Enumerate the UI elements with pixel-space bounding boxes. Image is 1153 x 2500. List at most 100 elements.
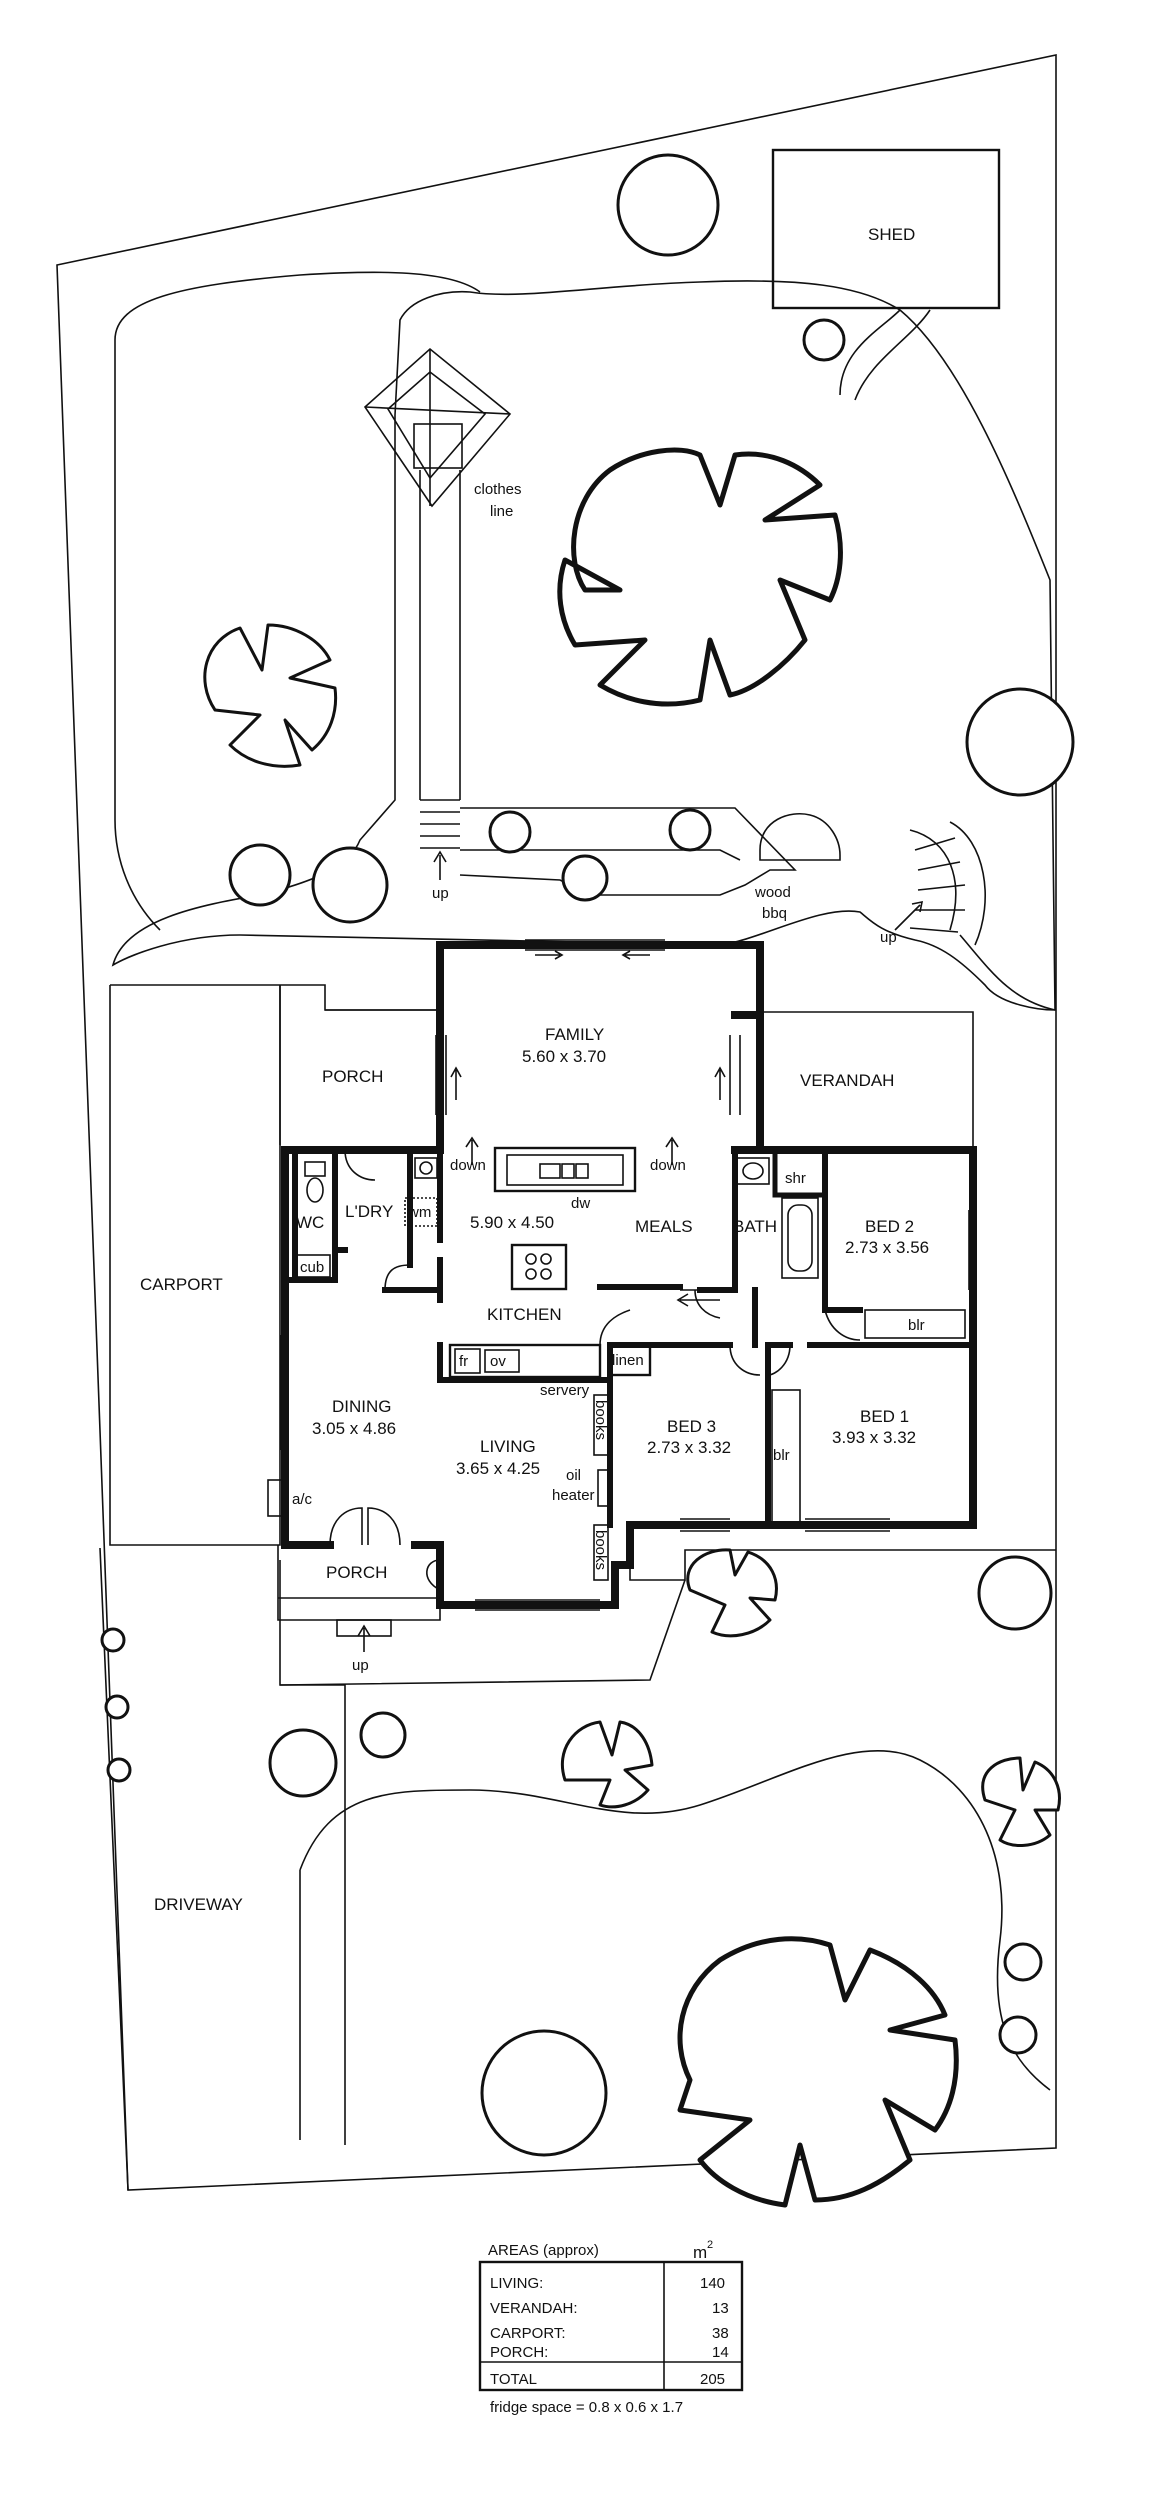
dw-label: dw: [571, 1195, 590, 1212]
family-name: FAMILY: [545, 1025, 604, 1044]
carport-label: CARPORT: [140, 1275, 223, 1294]
bed1-wardrobe: [771, 1389, 801, 1523]
dining-dims: 3.05 x 4.86: [312, 1419, 396, 1438]
books-label-top: books: [592, 1400, 609, 1440]
bush-5: [668, 808, 712, 852]
wm-label: wm: [407, 1204, 431, 1221]
shr-label: shr: [785, 1170, 806, 1187]
fridge-note: fridge space = 0.8 x 0.6 x 1.7: [490, 2399, 683, 2416]
site-boundary: [56, 54, 1057, 2191]
up-arrow-front: [357, 1624, 371, 1652]
tree-large-back: [557, 447, 843, 707]
lawn-left: [114, 271, 481, 931]
driveway-label: DRIVEWAY: [154, 1895, 243, 1914]
tree-front-7: [480, 2029, 608, 2157]
verandah-label: VERANDAH: [800, 1071, 894, 1090]
areas-row-label: LIVING:: [490, 2275, 543, 2292]
up-label-right: up: [880, 929, 897, 946]
linen-label: linen: [612, 1352, 644, 1369]
tree-front-6: [981, 1756, 1061, 1847]
bush-drive-1: [100, 1627, 126, 1653]
ac-unit: [267, 1479, 283, 1517]
bush-front-a: [1003, 1942, 1043, 1982]
living-side-door: [426, 1559, 441, 1591]
oil-heater: [597, 1469, 609, 1507]
front-doors: [329, 1507, 401, 1546]
bush-1: [228, 843, 292, 907]
porch-back-outline: [279, 985, 440, 1145]
tree-far-right: [965, 687, 1075, 797]
house-walls: [281, 941, 977, 1609]
books-label-bottom: books: [592, 1530, 609, 1570]
tree-top-right: [616, 153, 720, 257]
areas-unit-sup: 2: [707, 2239, 713, 2251]
bed1-dims: 3.93 x 3.32: [832, 1428, 916, 1447]
areas-total-label: TOTAL: [490, 2371, 537, 2388]
bed2-door: [824, 1309, 861, 1341]
kitchen-island-top: [493, 1146, 637, 1193]
areas-total-value: 205: [700, 2371, 725, 2388]
areas-row-label: VERANDAH:: [490, 2300, 578, 2317]
verandah-outline: [760, 1011, 974, 1150]
wc-label: WC: [296, 1213, 324, 1232]
ov-label: ov: [490, 1353, 506, 1370]
wood-bbq-label-2: bbq: [762, 905, 787, 922]
kitchen-meals-dims: 5.90 x 4.50: [470, 1213, 554, 1232]
up-label-back: up: [432, 885, 449, 902]
areas-row-value: 140: [700, 2275, 725, 2292]
tree-round-left: [203, 623, 338, 768]
areas-table: AREAS (approx) m 2 LIVING: 140 VERANDAH:…: [478, 2239, 744, 2416]
tree-front-2: [359, 1711, 407, 1759]
bush-drive-2: [104, 1694, 130, 1720]
up-label-front: up: [352, 1657, 369, 1674]
blr-bed2: blr: [908, 1317, 925, 1334]
down-arrow-left: [465, 1136, 479, 1165]
family-sliding-door: [525, 939, 665, 960]
bed2-dims: 2.73 x 3.56: [845, 1238, 929, 1257]
front-bed-boundary: [279, 1579, 686, 1686]
living-dims: 3.65 x 4.25: [456, 1459, 540, 1478]
hall-door-left: [729, 1344, 761, 1376]
living-window: [475, 1599, 600, 1611]
hall-door-right: [767, 1344, 791, 1376]
kitchen-bench-bottom: [448, 1343, 602, 1379]
bed1-name: BED 1: [860, 1407, 909, 1426]
fr-label: fr: [459, 1353, 468, 1370]
wood-bbq-label-1: wood: [754, 884, 791, 901]
bed2-wardrobe: [864, 1309, 966, 1339]
living-name: LIVING: [480, 1437, 536, 1456]
porch-front-label: PORCH: [326, 1563, 387, 1582]
meals-label: MEALS: [635, 1217, 693, 1236]
tree-front-5: [977, 1555, 1053, 1631]
bath-label: BATH: [733, 1217, 777, 1236]
bush-shed: [802, 318, 846, 362]
areas-row-value: 38: [712, 2325, 729, 2342]
clothes-line-label-2: line: [490, 503, 513, 520]
garden-path-vertical: [419, 470, 461, 800]
bush-front-b: [998, 2015, 1038, 2055]
meals-arrow: [676, 1293, 720, 1307]
areas-row-label: CARPORT:: [490, 2325, 566, 2342]
tree-large-front: [677, 1936, 959, 2208]
shed-path: [839, 309, 931, 401]
kitchen-door: [599, 1309, 631, 1346]
bath-fixtures: [736, 1147, 828, 1279]
shed: [771, 148, 1001, 310]
servery-label: servery: [540, 1382, 590, 1399]
tree-front-3: [560, 1720, 654, 1809]
areas-title: AREAS (approx): [488, 2242, 599, 2259]
bush-4: [561, 854, 609, 902]
bed-windows: [680, 1518, 890, 1532]
family-dims: 5.60 x 3.70: [522, 1047, 606, 1066]
kitchen-label: KITCHEN: [487, 1305, 562, 1324]
right-lawn-edge: [959, 934, 1056, 1011]
tree-front-1: [268, 1728, 338, 1798]
driveway-outline: [99, 1547, 346, 2191]
areas-unit: m: [693, 2243, 707, 2262]
front-lawn: [299, 1750, 1051, 2140]
bed3-dims: 2.73 x 3.32: [647, 1438, 731, 1457]
porch-front-outline: [277, 1545, 441, 1621]
back-steps: [420, 799, 460, 849]
meals-door: [680, 1289, 721, 1319]
